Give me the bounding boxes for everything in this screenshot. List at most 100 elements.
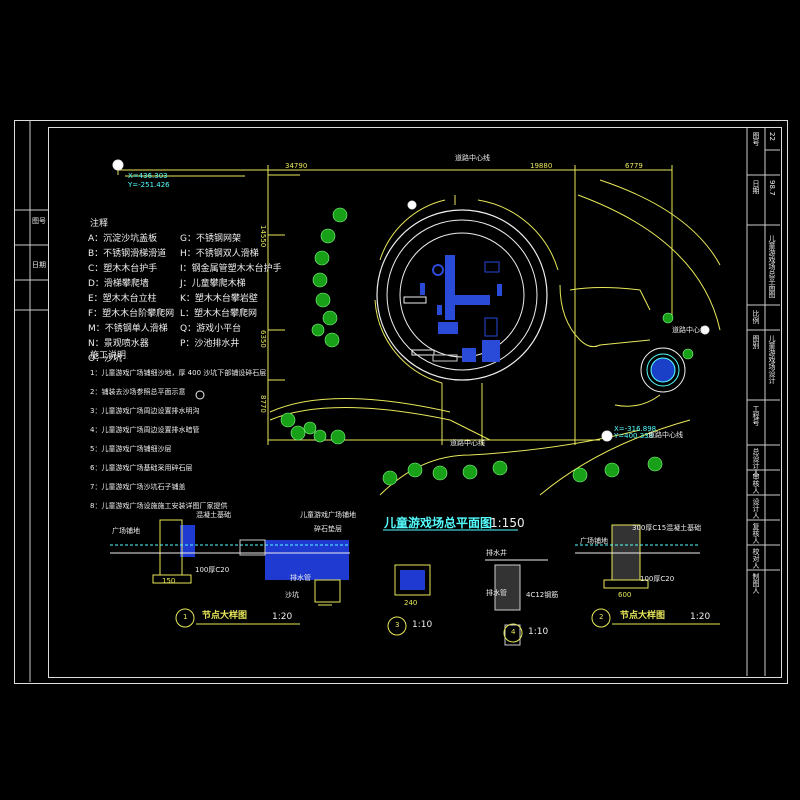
drawing-border — [48, 127, 782, 678]
notes-title: 施工说明 — [90, 351, 127, 361]
plan-title: 儿童游戏场总平面图 — [384, 516, 493, 530]
detail-label: 排水管 — [290, 574, 311, 582]
title-block-sign-row: 设计人 — [752, 498, 760, 519]
legend-title: 注释 — [90, 219, 109, 229]
notes-list: 1：儿童游戏广场铺细沙地，厚 400 沙坑下部铺设碎石层 2：铺装去沙场参照总平… — [90, 370, 266, 522]
dim-left-1: 14550 — [259, 225, 267, 248]
title-block-sign-row: 审核人 — [752, 473, 760, 494]
coord-right-y: Y=400.338 — [614, 432, 654, 440]
legend-item: P：沙池排水井 — [180, 339, 240, 349]
detail-label: 混凝土基础 — [196, 511, 231, 519]
detail-label: 碎石垫层 — [314, 525, 342, 533]
coord-top-y: Y=-251.426 — [128, 181, 170, 189]
legend-item: E：塑木木台立柱 — [88, 294, 157, 304]
detail-1-scale: 1:20 — [272, 612, 293, 622]
detail-3-number: 3 — [395, 621, 400, 629]
title-block-sign-row: 校对人 — [752, 548, 760, 569]
title-block-left-strip: 图别 — [752, 335, 760, 349]
legend-item: D：滑梯攀爬墙 — [88, 279, 149, 289]
detail-2-number: 2 — [599, 613, 604, 621]
legend-item: Q：游戏小平台 — [180, 324, 242, 334]
detail-label: 排水管 — [486, 589, 507, 597]
dimension-lines — [117, 165, 673, 445]
dim-left-2: 6350 — [259, 330, 267, 348]
detail-label: 100厚C20 — [195, 566, 230, 574]
note-item: 6：儿童游戏广场基础采用碎石层 — [90, 464, 193, 472]
coordinate-markers — [112, 159, 710, 442]
title-block-sign-row: 制图人 — [752, 573, 760, 594]
detail-label: 儿童游戏广场铺地 — [300, 511, 356, 519]
detail-4-scale: 1:10 — [528, 627, 549, 637]
trees — [280, 207, 694, 486]
dim-left-3: 8770 — [259, 395, 267, 413]
legend-item: C：塑木木台护手 — [88, 264, 158, 274]
detail-label: 240 — [404, 599, 418, 607]
left-strip-text: 图号 — [32, 217, 46, 225]
title-block-drawing-no-label: 图号 — [752, 132, 760, 146]
detail-label: 300厚C15混凝土基础 — [632, 524, 702, 532]
detail-label: 广场铺地 — [580, 537, 608, 545]
legend-item: N：景观喷水器 — [88, 339, 149, 349]
note-item: 4：儿童游戏广场周边设置排水暗管 — [90, 426, 200, 434]
detail-4-number: 4 — [511, 628, 516, 636]
circle-label-right: 道路中心线 — [672, 326, 707, 334]
detail-label: 100厚C20 — [640, 575, 675, 583]
title-block-sign-row: 复核人 — [752, 523, 760, 544]
legend-item: L：塑木木台攀爬网 — [180, 309, 258, 319]
title-block-drawing-no: 22 — [768, 132, 776, 141]
legend-item: O：沙坑 — [88, 354, 123, 364]
note-item: 7：儿童游戏广场沙坑石子铺盖 — [90, 483, 186, 491]
detail-1-number: 1 — [183, 613, 188, 621]
dim-top-right: 6779 — [625, 162, 643, 170]
detail-circles — [175, 608, 611, 643]
road-label-right: 道路中心线 — [648, 431, 683, 439]
coord-right-x: X=-316.898 — [614, 425, 657, 433]
note-item: 8：儿童游戏广场设施施工安装详图厂家提供 — [90, 502, 228, 510]
dim-top-left: 34790 — [285, 162, 308, 170]
note-item: 5：儿童游戏广场铺细沙层 — [90, 445, 172, 453]
detail-3-section — [394, 564, 431, 596]
title-block-scale-label: 比例 — [752, 310, 760, 324]
legend-right-list: G：不锈钢网架 H：不锈钢双人滑梯 I：钢金属管塑木木台护手 J：儿童攀爬木梯 … — [180, 235, 282, 355]
detail-2-title: 节点大样图 — [620, 611, 666, 621]
title-block-date-label: 日期 — [752, 180, 760, 194]
detail-label: 排水井 — [486, 549, 507, 557]
circular-plaza — [374, 195, 559, 445]
small-round-plaza — [640, 347, 686, 393]
note-item: 3：儿童游戏广场周边设置排水明沟 — [90, 407, 200, 415]
detail-label: 4C12钢筋 — [526, 591, 559, 599]
coord-top-x: X=436.303 — [128, 172, 168, 180]
legend-item: K：塑木木台攀岩壁 — [180, 294, 258, 304]
legend-item: F：塑木木台阶攀爬网 — [88, 309, 175, 319]
title-block-project: 儿童游戏场设计 — [768, 335, 776, 384]
detail-1-section — [110, 519, 350, 606]
left-strip-text: 日期 — [32, 261, 46, 269]
circle-label-top: 道路中心线 — [455, 154, 490, 162]
detail-2-section — [575, 524, 700, 589]
title-block-drawing: 儿童游戏场总平面图 — [768, 235, 776, 298]
detail-4-section — [485, 559, 548, 646]
plan-scale: 1:150 — [490, 516, 525, 530]
title-block — [746, 127, 780, 676]
detail-label: 150 — [162, 577, 176, 585]
legend-item: A：沉淀沙坑盖板 — [88, 234, 158, 244]
circle-label-bottom: 道路中心线 — [450, 439, 485, 447]
play-equipment — [403, 255, 502, 362]
title-block-date: 98.7 — [768, 180, 776, 196]
note-item: 2：铺装去沙场参照总平面示意 — [90, 388, 186, 396]
detail-label: 600 — [618, 591, 632, 599]
legend-item: H：不锈钢双人滑梯 — [180, 249, 259, 259]
dim-top-mid: 19880 — [530, 162, 553, 170]
note-item: 1：儿童游戏广场铺细沙地，厚 400 沙坑下部铺设碎石层 — [90, 369, 267, 377]
legend-left-list: A：沉淀沙坑盖板 B：不锈钢滑梯滑道 C：塑木木台护手 D：滑梯攀爬墙 E：塑木… — [88, 235, 174, 370]
detail-2-scale: 1:20 — [690, 612, 711, 622]
legend-item: I：钢金属管塑木木台护手 — [180, 264, 282, 274]
detail-3-scale: 1:10 — [412, 620, 433, 630]
legend-item: J：儿童攀爬木梯 — [180, 279, 246, 289]
detail-label: 广场铺地 — [112, 527, 140, 535]
sheet-border — [14, 120, 788, 684]
title-block-sign-row: 总设计人 — [752, 448, 760, 476]
detail-1-title: 节点大样图 — [202, 611, 248, 621]
detail-label: 沙坑 — [285, 591, 299, 599]
